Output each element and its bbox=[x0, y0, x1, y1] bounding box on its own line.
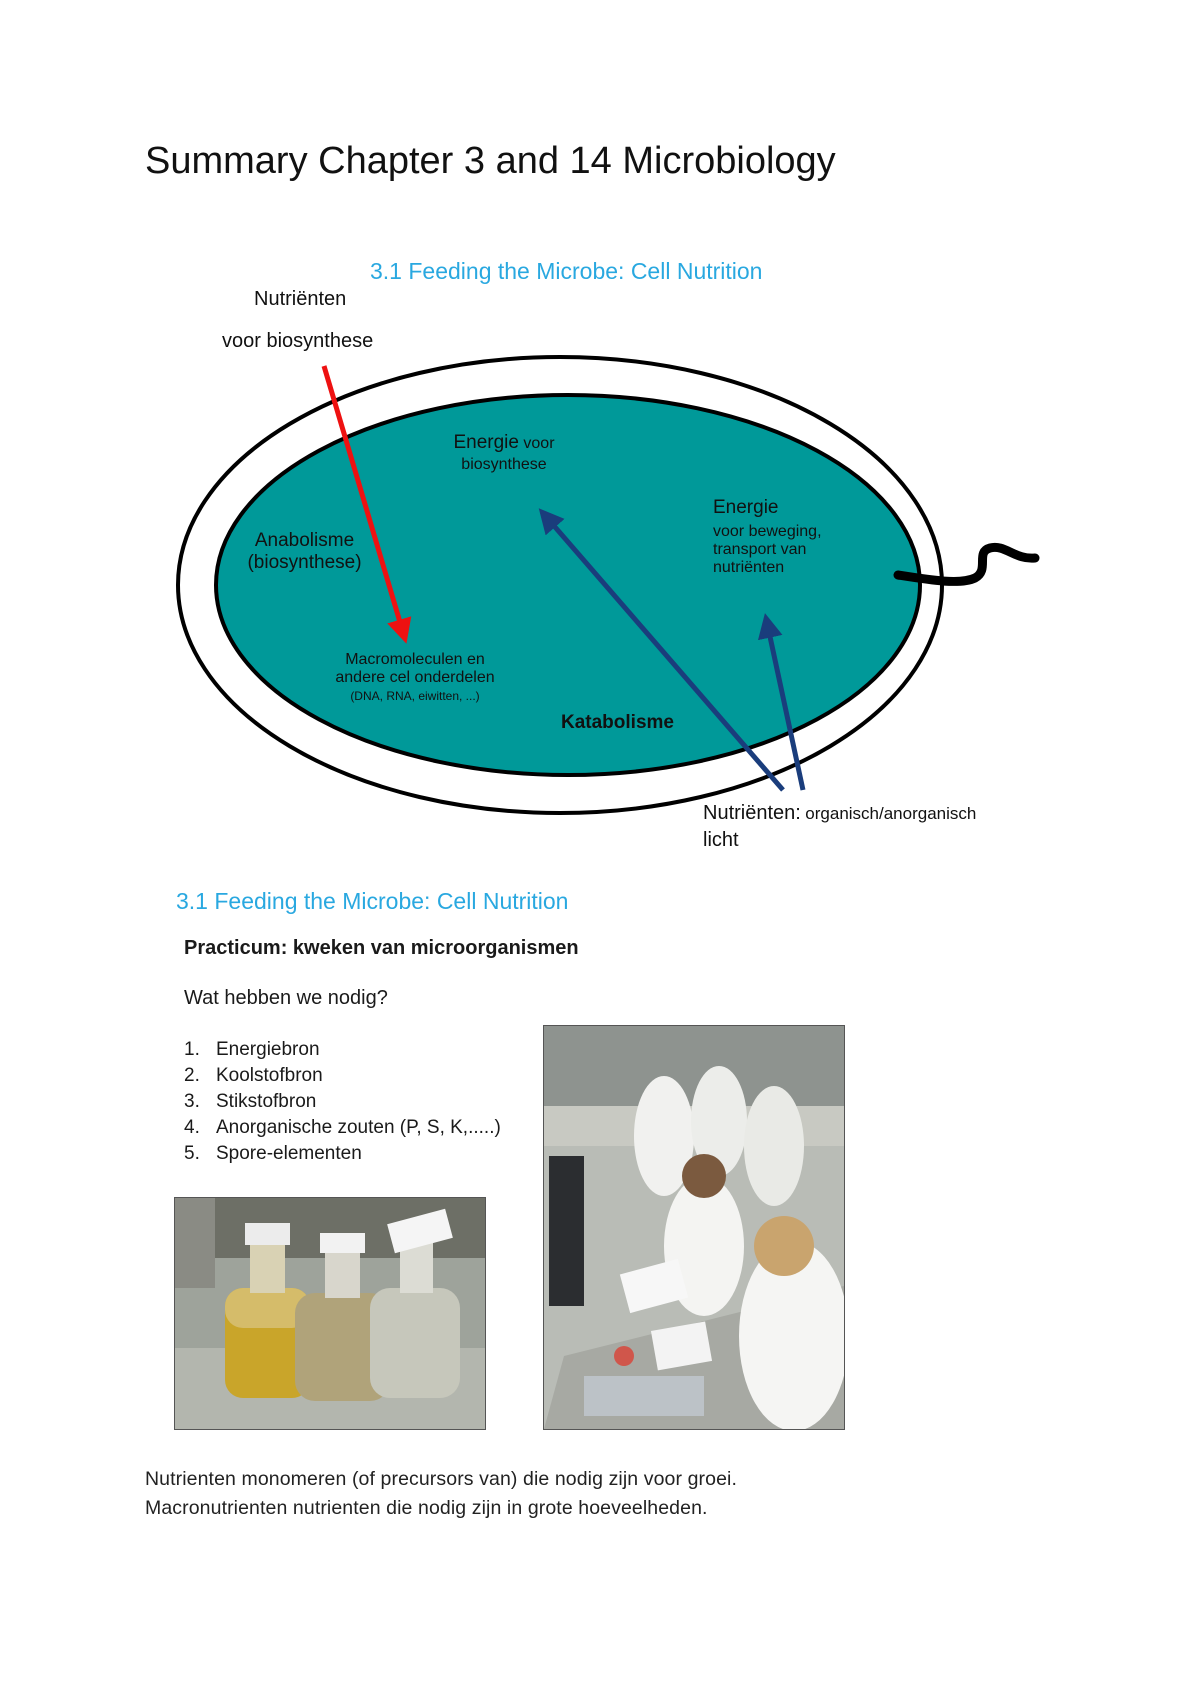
anabolic-arrow bbox=[321, 365, 412, 644]
energy-biosynth-line2: biosynthese bbox=[461, 456, 547, 473]
body-text-line1: Nutrienten monomeren (of precursors van)… bbox=[145, 1468, 737, 1490]
practicum-question: Wat hebben we nodig? bbox=[184, 987, 388, 1009]
page-title: Summary Chapter 3 and 14 Microbiology bbox=[145, 140, 836, 182]
catabolism-label: Katabolisme bbox=[561, 712, 674, 733]
slide1-heading: 3.1 Feeding the Microbe: Cell Nutrition bbox=[370, 258, 763, 284]
slide2-heading: 3.1 Feeding the Microbe: Cell Nutrition bbox=[176, 888, 569, 914]
energy-movement-label: Energie voor beweging, transport van nut… bbox=[713, 497, 822, 577]
nutrients-in-sub: voor biosynthese bbox=[222, 330, 374, 352]
flagellum bbox=[893, 542, 1040, 586]
cell-diagram-graphic bbox=[176, 355, 1040, 815]
practicum-title: Practicum: kweken van microorganismen bbox=[184, 937, 579, 959]
energy-biosynth-small: voor bbox=[523, 435, 555, 452]
anabolism-line2: (biosynthese) bbox=[247, 552, 362, 573]
nutrients-out-label: Nutriënten: organisch/anorganisch licht bbox=[703, 802, 976, 852]
nutrients-in-title: Nutriënten bbox=[254, 288, 347, 310]
culture-bottles-photo bbox=[174, 1197, 486, 1430]
nutrients-out-detail: organisch/anorganisch bbox=[805, 804, 977, 823]
anabolism-label: Anabolisme (biosynthese) bbox=[232, 530, 377, 574]
energy-biosynth-big: Energie bbox=[453, 432, 519, 453]
requirements-list: 1.Energiebron 2.Koolstofbron 3.Stikstofb… bbox=[184, 1037, 501, 1167]
nutrients-out-title: Nutriënten: bbox=[703, 802, 801, 824]
catabolic-arrow-to-movement bbox=[757, 613, 806, 791]
macro-line3: (DNA, RNA, eiwitten, ...) bbox=[350, 689, 480, 703]
list-item: 4.Anorganische zouten (P, S, K,.....) bbox=[184, 1117, 501, 1138]
macro-line1: Macromoleculen en bbox=[345, 651, 485, 668]
anabolism-line1: Anabolisme bbox=[254, 530, 355, 551]
list-item: 3.Stikstofbron bbox=[184, 1091, 317, 1112]
energy-move-line2: transport van bbox=[713, 541, 807, 558]
macro-line2: andere cel onderdelen bbox=[335, 669, 495, 686]
catabolic-arrow-to-biosynthesis bbox=[538, 508, 785, 792]
energy-biosynthesis-label: Energie voor biosynthese bbox=[420, 432, 588, 474]
body-text-line2: Macronutrienten nutrienten die nodig zij… bbox=[145, 1497, 708, 1519]
energy-move-line1: voor beweging, bbox=[713, 523, 822, 540]
list-item: 1.Energiebron bbox=[184, 1039, 320, 1060]
macromolecules-label: Macromoleculen en andere cel onderdelen … bbox=[315, 651, 515, 703]
energy-move-line3: nutriënten bbox=[713, 559, 785, 576]
energy-move-title: Energie bbox=[713, 497, 779, 518]
list-item: 2.Koolstofbron bbox=[184, 1065, 323, 1086]
lab-students-photo bbox=[543, 1025, 845, 1430]
cell-cytoplasm bbox=[214, 393, 922, 777]
nutrients-out-line2: licht bbox=[703, 829, 739, 851]
cell-nutrition-diagram: 3.1 Feeding the Microbe: Cell Nutrition … bbox=[176, 258, 1040, 852]
list-item: 5.Spore-elementen bbox=[184, 1143, 362, 1164]
